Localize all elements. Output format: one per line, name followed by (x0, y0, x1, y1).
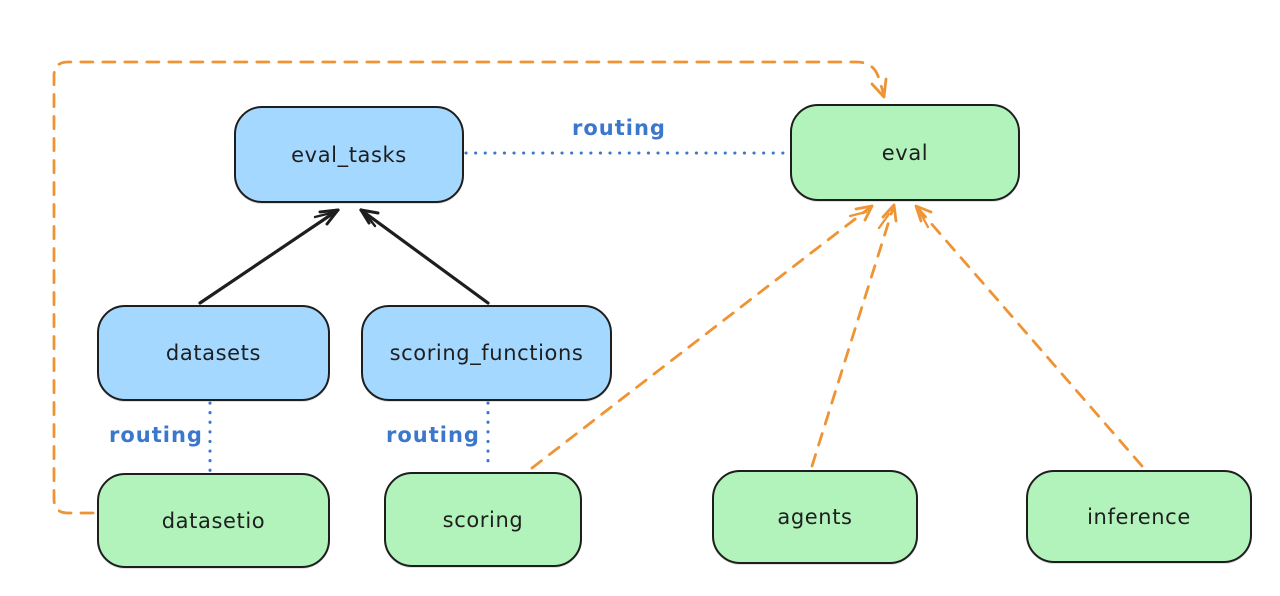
edge-label-routing-eval-tasks-eval: routing (572, 116, 666, 140)
edge-datasets-to-eval-tasks (198, 208, 340, 305)
edge-label-routing-scoring-functions-scoring: routing (386, 423, 480, 447)
node-eval: eval (790, 104, 1020, 201)
node-inference-label: inference (1087, 504, 1191, 529)
edge-agents-to-eval (810, 203, 898, 468)
node-datasetio-label: datasetio (161, 508, 266, 533)
node-scoring-label: scoring (442, 507, 524, 532)
node-datasets: datasets (97, 305, 330, 401)
node-datasets-label: datasets (165, 341, 262, 365)
node-datasetio: datasetio (97, 473, 330, 568)
node-scoring: scoring (384, 472, 582, 567)
edge-label-routing-datasets-datasetio: routing (109, 423, 203, 447)
node-agents: agents (712, 470, 918, 564)
node-agents-label: agents (777, 505, 853, 529)
edge-datasetio-to-eval (52, 60, 888, 515)
node-inference: inference (1026, 470, 1252, 563)
edge-inference-to-eval (914, 204, 1144, 468)
node-eval-label: eval (881, 140, 929, 165)
node-eval-tasks: eval_tasks (234, 106, 464, 203)
node-eval-tasks-label: eval_tasks (291, 142, 407, 167)
edge-scoring-to-eval (530, 204, 874, 470)
edge-scoring-functions-to-eval-tasks (359, 208, 490, 305)
node-scoring-functions: scoring_functions (361, 305, 612, 401)
node-scoring-functions-label: scoring_functions (389, 341, 584, 365)
